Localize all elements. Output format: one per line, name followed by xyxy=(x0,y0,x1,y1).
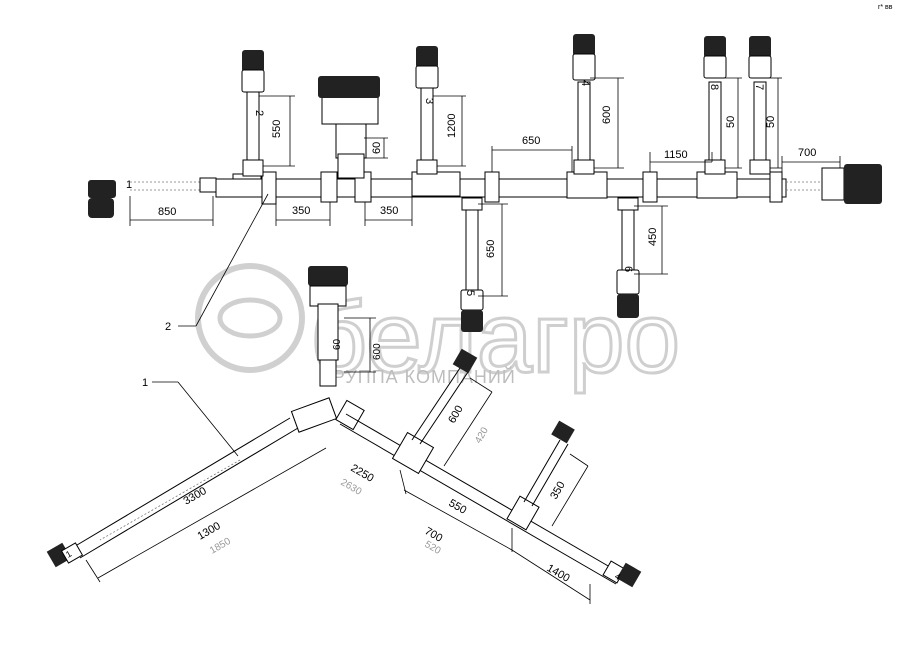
left-end-connector-body xyxy=(88,198,114,218)
branch-3-connector xyxy=(416,46,438,68)
dim-850: 850 xyxy=(158,206,176,218)
corner-mark: r* вв xyxy=(878,4,893,11)
bdim-350: 350 xyxy=(548,480,568,502)
callouts: 2 1 xyxy=(142,193,269,457)
bdim-60: 60 xyxy=(332,338,343,350)
branch-3-label: 3 xyxy=(423,98,435,104)
center-big-connector xyxy=(318,76,380,98)
top-end-label: 1 xyxy=(126,179,132,191)
watermark-tagline: ГРУППА КОМПАНИЙ xyxy=(322,366,516,387)
trunk-clip-left xyxy=(199,177,217,193)
branch-4-wire xyxy=(577,81,591,163)
callout-2: 2 xyxy=(165,321,171,333)
branch-2-connector xyxy=(242,50,264,72)
dim-1150: 1150 xyxy=(664,149,688,161)
dim-550: 550 xyxy=(271,120,283,138)
right-end-connector xyxy=(844,164,882,204)
branch-4-label: 4 xyxy=(579,80,591,86)
bdim-420: 420 xyxy=(473,425,491,445)
bottom-harness: 60 600 1 3300 1300 1850 4 2250 2630 xyxy=(46,266,642,604)
bottom-left-label: 1 xyxy=(64,549,73,560)
dim-450: 450 xyxy=(647,228,659,246)
branch-5-label: 5 xyxy=(464,290,476,296)
dim-600: 600 xyxy=(601,106,613,124)
branch-4-connector xyxy=(573,34,595,56)
bdim-1850: 1850 xyxy=(208,536,233,557)
dim-60: 60 xyxy=(371,142,383,154)
branch-6-wire xyxy=(621,209,635,273)
center-big-connector-base xyxy=(321,95,379,125)
bdim-600v: 600 xyxy=(372,343,383,360)
bottom-right-connector xyxy=(616,562,642,588)
left-end-connector xyxy=(88,180,116,198)
watermark: белагро ГРУППА КОМПАНИЙ xyxy=(195,263,682,396)
dim-350b: 350 xyxy=(380,205,398,217)
bdim-2630: 2630 xyxy=(339,477,364,498)
bottom-right-label: 4 xyxy=(613,571,622,582)
dim-700: 700 xyxy=(798,147,816,159)
watermark-logo-ring xyxy=(195,263,305,373)
branch-5-wire xyxy=(465,209,479,293)
bdim-1300: 1300 xyxy=(196,520,223,543)
top-harness: 1 2 3 4 xyxy=(88,34,882,332)
dim-650h: 650 xyxy=(522,135,540,147)
branch-7-connector xyxy=(749,36,771,58)
bdim-600: 600 xyxy=(446,404,466,426)
callout-1: 1 xyxy=(142,377,148,389)
watermark-logo-inner xyxy=(217,297,283,339)
branch-6-label: 6 xyxy=(622,266,634,272)
bdim-1400: 1400 xyxy=(545,562,572,585)
bottom-branch-a-connector xyxy=(452,348,478,374)
dim-1200: 1200 xyxy=(446,114,458,138)
bottom-branch-b-connector xyxy=(551,420,575,444)
branch-2-label: 2 xyxy=(253,110,265,116)
dim-50a: 50 xyxy=(725,116,737,128)
dim-650v: 650 xyxy=(485,240,497,258)
right-end-connector-housing xyxy=(821,167,845,201)
branch-7-label: 7 xyxy=(753,84,765,90)
branch-5-connector xyxy=(461,310,483,332)
branch-2-wire xyxy=(246,91,260,163)
branch-8-connector xyxy=(704,36,726,58)
dim-350a: 350 xyxy=(292,205,310,217)
bdim-3300: 3300 xyxy=(182,485,209,508)
branch-6-connector xyxy=(617,294,639,318)
dim-50b: 50 xyxy=(765,116,777,128)
branch-8-label: 8 xyxy=(708,84,720,90)
bottom-top-connector xyxy=(308,266,348,286)
bdim-550: 550 xyxy=(447,497,469,517)
branch-8-wire xyxy=(708,81,722,163)
